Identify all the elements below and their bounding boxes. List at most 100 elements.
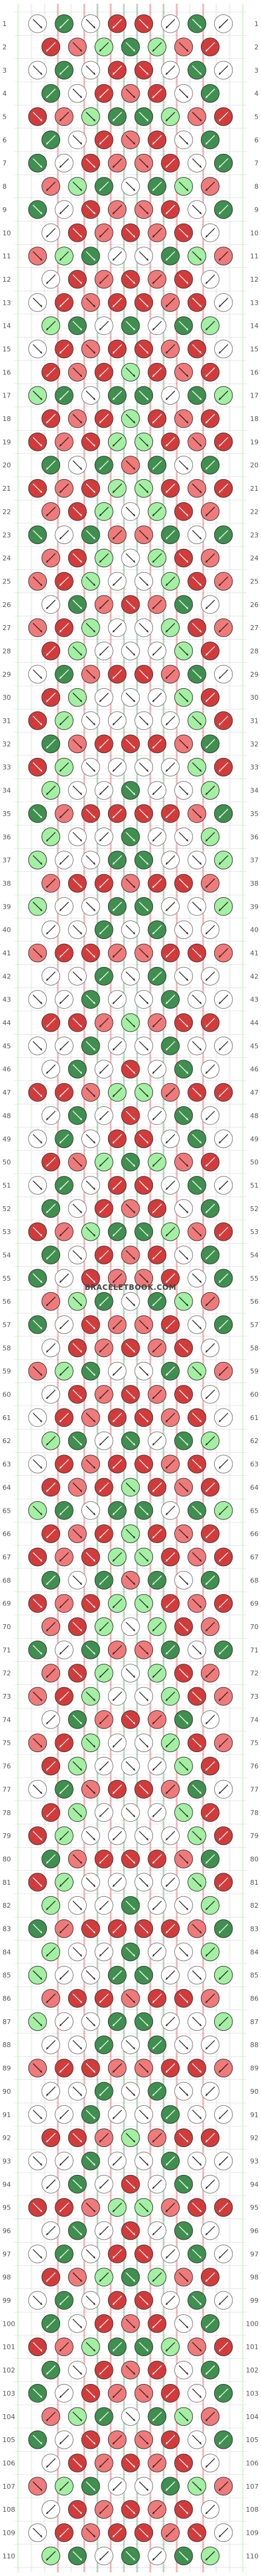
knot [214, 1873, 233, 1892]
knot [68, 1106, 87, 1125]
knot [55, 1873, 73, 1892]
row-number-right: 103 [246, 2389, 259, 2397]
knot [28, 386, 47, 405]
knot [161, 2477, 180, 2496]
knot [174, 966, 193, 986]
row-number-left: 62 [2, 1437, 11, 1445]
knot [41, 642, 61, 660]
knot [41, 2360, 61, 2380]
knot [81, 572, 100, 591]
row-number-left: 81 [2, 1879, 11, 1887]
knot [188, 1826, 206, 1845]
knot [94, 1385, 114, 1404]
knot [200, 920, 220, 940]
knot [134, 200, 154, 219]
knot [200, 1850, 220, 1868]
knot [188, 2059, 206, 2077]
knot [107, 200, 127, 219]
row-number-right: 31 [250, 717, 259, 725]
knot [161, 1780, 180, 1799]
knot [55, 479, 73, 498]
knot [68, 1710, 87, 1729]
knot [94, 734, 114, 754]
knot [188, 618, 206, 637]
knot [28, 2059, 47, 2077]
knot [147, 456, 167, 475]
knot [214, 1733, 233, 1753]
knot [121, 316, 140, 336]
knot [28, 1176, 47, 1195]
knot [81, 293, 100, 312]
knot [147, 2454, 167, 2472]
knot [134, 2384, 154, 2403]
knot [161, 1129, 180, 1149]
knot [94, 781, 114, 800]
knot [55, 153, 73, 173]
knot [55, 2430, 73, 2449]
knot [55, 618, 73, 637]
knot [161, 1826, 180, 1845]
row-number-right: 12 [250, 276, 259, 284]
knot [107, 433, 127, 451]
row-number-right: 87 [250, 2018, 259, 2026]
row-number-right: 10 [250, 229, 259, 237]
row-number-left: 22 [2, 508, 11, 516]
knot [174, 2082, 193, 2101]
knot [28, 757, 47, 777]
knot [188, 1083, 206, 1102]
knot [147, 2546, 167, 2566]
row-number-left: 41 [2, 949, 11, 957]
row-number-left: 95 [2, 2204, 11, 2212]
knot [94, 1989, 114, 2008]
knot [121, 2360, 140, 2380]
knot [200, 2454, 220, 2472]
knot [94, 2221, 114, 2240]
knot [188, 1222, 206, 1241]
row-number-left: 4 [2, 90, 7, 98]
knot [28, 1129, 47, 1149]
knot [68, 920, 87, 940]
knot [214, 200, 233, 219]
knot [214, 1269, 233, 1288]
knot [134, 1965, 154, 1985]
knot [174, 409, 193, 428]
row-number-left: 43 [2, 996, 11, 1004]
knot [147, 1106, 167, 1125]
knot [68, 827, 87, 846]
knot [200, 1664, 220, 1683]
row-number-right: 47 [250, 1089, 259, 1097]
knot [94, 502, 114, 521]
knot [107, 1361, 127, 1381]
knot [147, 2500, 167, 2519]
knot [41, 1106, 61, 1125]
knot [28, 2198, 47, 2217]
knot [68, 781, 87, 800]
knot [147, 874, 167, 893]
row-number-left: 11 [2, 253, 11, 261]
knot [28, 1083, 47, 1102]
knot [41, 920, 61, 940]
knot [200, 548, 220, 568]
row-number-right: 22 [250, 508, 259, 516]
row-number-right: 56 [250, 1298, 259, 1306]
row-number-left: 101 [2, 2343, 15, 2351]
knot [147, 130, 167, 150]
knot [134, 2477, 154, 2496]
knot [94, 1478, 114, 1497]
row-number-right: 34 [250, 787, 259, 795]
row-number-right: 95 [250, 2204, 259, 2212]
knot [41, 548, 61, 568]
knot [214, 1501, 233, 1520]
knot [200, 1013, 220, 1032]
knot [134, 1408, 154, 1427]
knot [55, 386, 73, 405]
knot [161, 1640, 180, 1659]
knot [94, 966, 114, 986]
knot [94, 1246, 114, 1264]
knot [188, 14, 206, 33]
knot [41, 130, 61, 150]
knot [81, 200, 100, 219]
knot [81, 479, 100, 498]
knot [28, 851, 47, 869]
knot [81, 757, 100, 777]
